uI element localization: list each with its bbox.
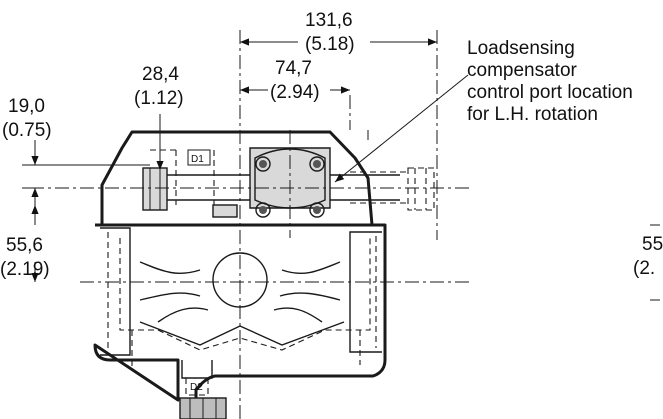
port-d1-box	[187, 149, 211, 166]
callout-line-3: control port location	[467, 82, 633, 103]
dim-131-mm: 131,6	[305, 10, 353, 31]
dim-74-inch: (2.94)	[270, 82, 320, 103]
dim-55-cut-inch: (2.	[633, 258, 655, 279]
dim-19-mm: 19,0	[8, 96, 45, 117]
callout-line-1: Loadsensing	[467, 38, 575, 59]
right-boss	[349, 231, 382, 353]
dim-55-inch: (2.19)	[0, 259, 50, 280]
center-lines	[30, 30, 470, 419]
pump-body: D1 D2	[93, 130, 435, 419]
dimension-lines	[22, 38, 469, 282]
dim-131-inch: (5.18)	[305, 34, 355, 55]
dim-55-cut-mm: 55	[642, 234, 663, 255]
main-housing-outline	[93, 223, 387, 402]
port-d1-label: D1	[191, 154, 204, 165]
control-port-tube	[167, 174, 250, 201]
dim-28-mm: 28,4	[142, 64, 179, 85]
dim-19-inch: (0.75)	[2, 120, 52, 141]
left-fitting	[142, 167, 168, 211]
left-boss	[100, 227, 131, 356]
compensator-bolts	[255, 156, 325, 218]
callout-line-4: for L.H. rotation	[467, 104, 598, 125]
dim-28-inch: (1.12)	[134, 88, 184, 109]
dim-74-mm: 74,7	[275, 58, 312, 79]
port-d2-label: D2	[190, 382, 203, 393]
callout-note: Loadsensing compensator control port loc…	[467, 38, 633, 125]
dim-55-mm: 55,6	[6, 235, 43, 256]
right-fitting	[407, 167, 435, 211]
gear-cavity	[119, 238, 371, 351]
callout-line-2: compensator	[467, 60, 578, 81]
